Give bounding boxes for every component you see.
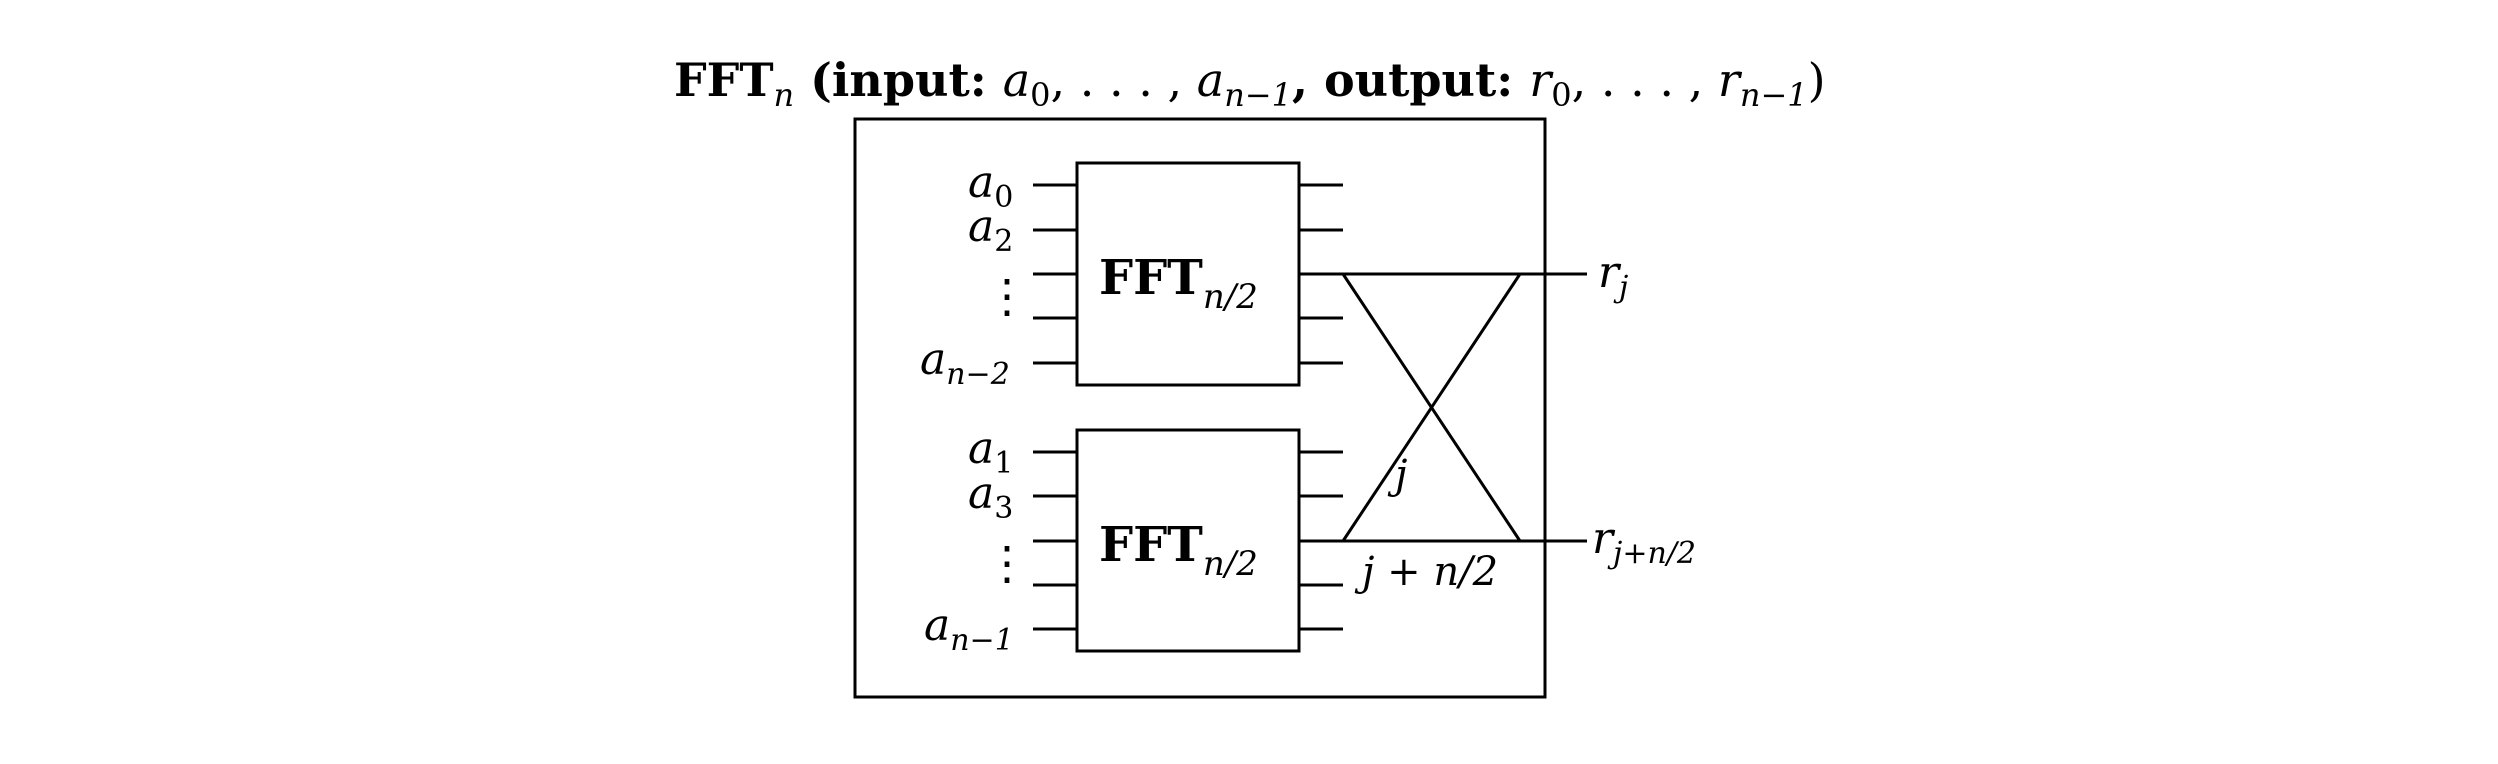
bottom-input-vdots: ⋮ [984,536,1030,590]
output-label-rj-n2: rj+n/2 [1592,513,1696,571]
bottom-input-label-a1: a1 [968,423,1013,481]
title-fft: FFT [674,53,774,107]
butterfly-label-j-plus-half: j + n/2 [1354,549,1498,595]
title-dots-2: , . . . , [1572,53,1718,107]
title-a0: a [1003,53,1030,107]
title-a0-subscript: 0 [1030,76,1050,114]
bottom-fft-label-subscript: n/2 [1203,544,1258,584]
title-r0: r [1529,53,1554,107]
outer-fft-frame [853,117,1547,699]
bottom-input-label-an1: an−1 [924,600,1014,658]
top-fft-label: FFTn/2 [1099,250,1258,317]
title-an1: a [1197,53,1224,107]
title-rn1-subscript: n−1 [1740,76,1808,114]
title-fft-subscript: n [774,76,795,114]
title-mid: , output: [1292,53,1529,107]
diagram-title: FFTn (input: a0, . . . , an−1, output: r… [674,53,1826,114]
top-input-label-a2: a2 [968,201,1013,259]
title-an1-subscript: n−1 [1224,76,1292,114]
title-dots-1: , . . . , [1051,53,1197,107]
top-fft-label-subscript: n/2 [1203,277,1258,317]
title-rn1: r [1718,53,1743,107]
bottom-fft-label: FFTn/2 [1099,517,1258,584]
title-close: ) [1808,53,1826,107]
title-open: (input: [794,53,1003,107]
butterfly-cross-up [1341,273,1522,542]
top-input-vdots: ⋮ [984,269,1030,323]
butterfly-label-j: j [1387,452,1407,498]
bottom-input-label-a3: a3 [968,468,1013,526]
output-label-rj: rj [1598,247,1628,305]
title-r0-subscript: 0 [1551,76,1571,114]
top-input-label-an2: an−2 [920,334,1010,392]
top-input-label-a0: a0 [968,157,1013,215]
